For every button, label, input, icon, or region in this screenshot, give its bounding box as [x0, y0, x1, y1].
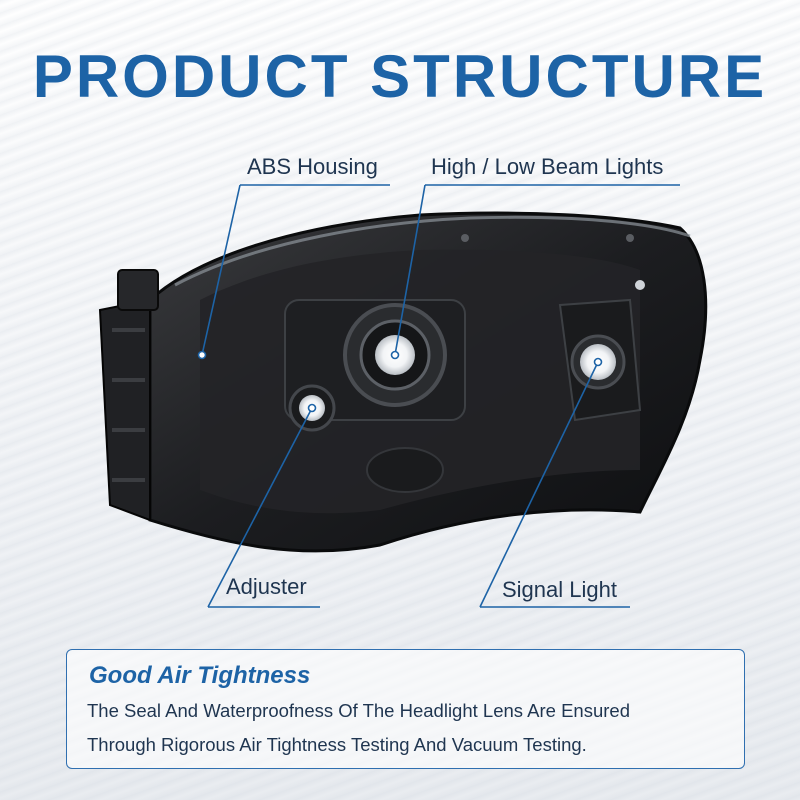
feature-description-line-2: Through Rigorous Air Tightness Testing A…: [87, 734, 587, 755]
feature-title: Good Air Tightness: [89, 662, 311, 689]
label-abs-housing: ABS Housing: [247, 154, 378, 179]
label-beam-lights: High / Low Beam Lights: [431, 154, 664, 179]
feature-box: Good Air Tightness The Seal And Waterpro…: [66, 649, 745, 769]
page-title: PRODUCT STRUCTURE: [32, 43, 768, 110]
label-signal-light: Signal Light: [502, 577, 617, 602]
feature-description-line-1: The Seal And Waterproofness Of The Headl…: [87, 700, 630, 721]
mount-bracket: [98, 298, 151, 522]
label-adjuster: Adjuster: [226, 574, 307, 599]
